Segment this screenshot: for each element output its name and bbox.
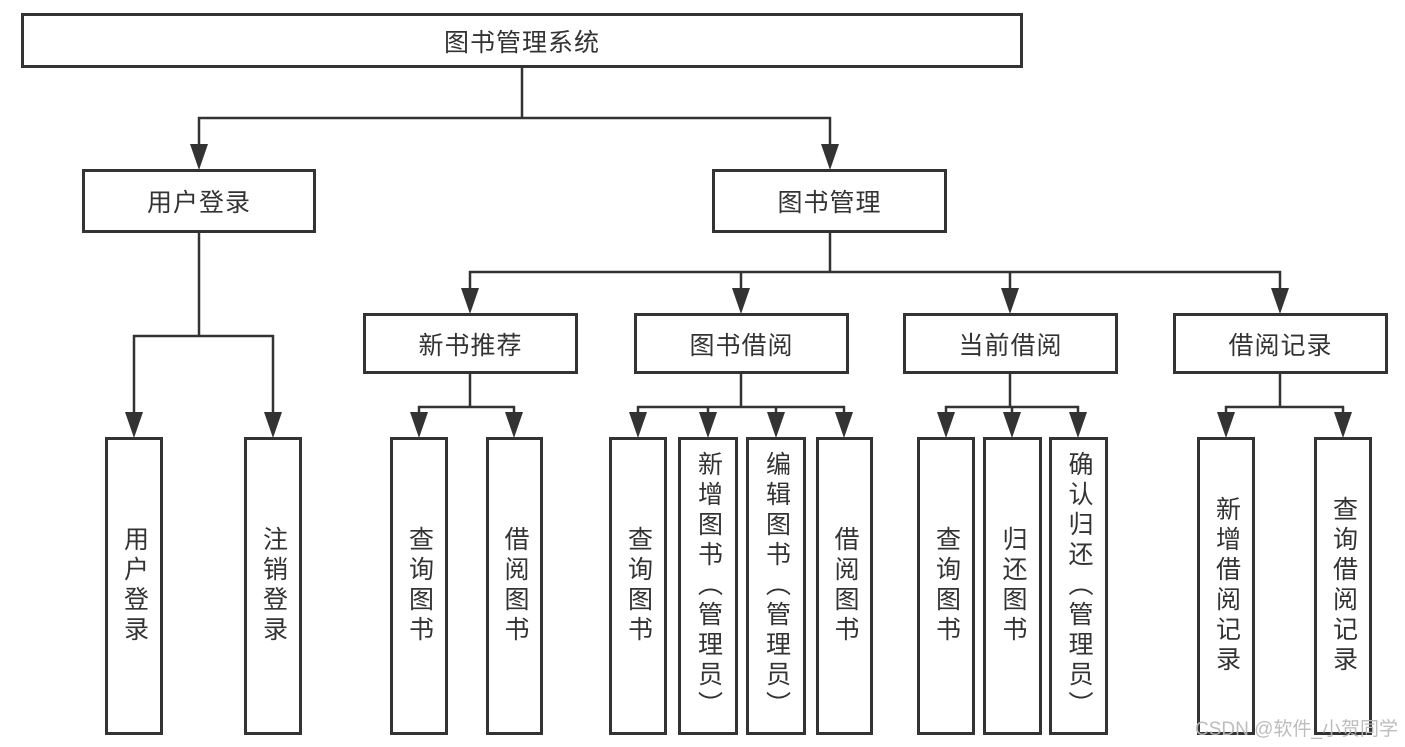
csdn-watermark: CSDN @软件_小贺同学	[1195, 719, 1398, 740]
leaf-return-books: 归还图书	[983, 437, 1042, 735]
leaf-borrow-books-recommend: 借阅图书	[486, 437, 543, 735]
leaf-confirm-return-admin: 确认归还（管理员）	[1049, 437, 1108, 735]
leaf-query-books-recommend: 查询图书	[390, 437, 448, 735]
leaf-query-borrow-record: 查询借阅记录	[1314, 437, 1372, 735]
node-current-borrow: 当前借阅	[903, 313, 1118, 374]
node-user-login: 用户登录	[82, 169, 316, 233]
node-borrow-records: 借阅记录	[1173, 313, 1388, 374]
leaf-query-books-current: 查询图书	[917, 437, 975, 735]
leaf-borrow-books-borrow: 借阅图书	[816, 437, 873, 735]
leaf-logout: 注销登录	[244, 437, 302, 735]
leaf-add-book-admin: 新增图书（管理员）	[678, 437, 738, 735]
arrowheads	[125, 144, 1352, 438]
node-new-book-recommend: 新书推荐	[363, 313, 578, 374]
leaf-query-books-borrow: 查询图书	[609, 437, 667, 735]
node-library-management-system: 图书管理系统	[21, 13, 1023, 68]
leaf-user-login: 用户登录	[105, 437, 163, 735]
node-book-management: 图书管理	[712, 169, 947, 233]
leaf-add-borrow-record: 新增借阅记录	[1197, 437, 1255, 735]
node-book-borrow: 图书借阅	[634, 313, 849, 374]
leaf-edit-book-admin: 编辑图书（管理员）	[746, 437, 806, 735]
